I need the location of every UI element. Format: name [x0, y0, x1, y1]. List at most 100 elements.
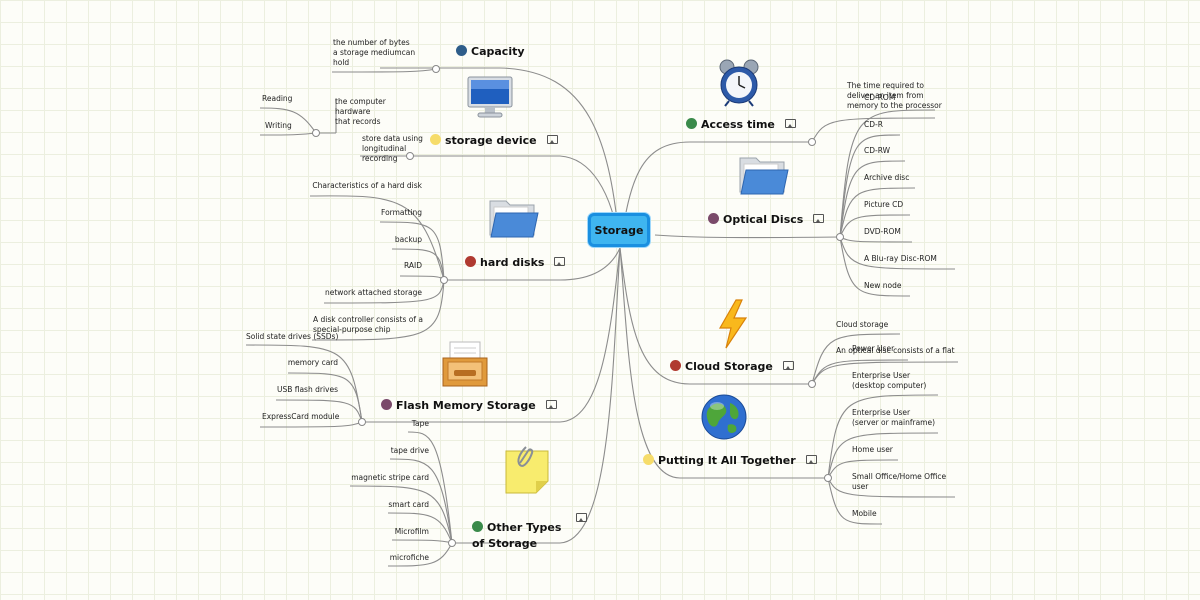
image-attachment-icon[interactable] [782, 361, 794, 370]
leaf-node[interactable]: Mobile [852, 509, 877, 518]
leaf-node[interactable]: store data using longitudinal recording [362, 134, 423, 163]
image-attachment-icon[interactable] [546, 135, 558, 144]
topic-label: Other Types of Storage [472, 521, 562, 550]
leaf-node[interactable]: tape drive [390, 446, 429, 455]
leaf-node[interactable]: Writing [265, 121, 292, 130]
optical-discs-marker-dot [708, 213, 719, 224]
globe-icon [701, 394, 747, 440]
central-topic[interactable]: Storage [588, 213, 650, 247]
leaf-node[interactable]: Reading [262, 94, 293, 103]
leaf-node[interactable]: RAID [403, 261, 422, 270]
topic-label: hard disks [480, 256, 545, 269]
access-time-collapse-handle [808, 138, 816, 146]
flash-collapse-handle [358, 418, 366, 426]
leaf-node[interactable]: The time required to deliver an item fro… [847, 81, 942, 110]
link-optical-discs [654, 234, 841, 239]
lightning-icon [718, 299, 748, 349]
leaf-node[interactable]: memory card [287, 358, 338, 367]
topic-flash-memory-storage[interactable]: Flash Memory Storage [381, 398, 557, 414]
other-types-image-attachment[interactable] [566, 511, 587, 527]
leaf-node[interactable]: An optical disc consists of a flat [836, 346, 955, 355]
topic-capacity[interactable]: Capacity [456, 44, 525, 60]
leaf-node[interactable]: Cloud storage [836, 320, 889, 329]
leaf-node[interactable]: smart card [388, 500, 429, 509]
leaf-node[interactable]: A Blu‐ray Disc‐ROM [864, 254, 937, 263]
leaf-node[interactable]: Formatting [381, 208, 422, 217]
leaf-node[interactable]: USB flash drives [276, 385, 338, 394]
topic-cloud-storage[interactable]: Cloud Storage [670, 359, 794, 375]
topic-hard-disks[interactable]: hard disks [465, 255, 566, 271]
putting-together-marker-dot [643, 454, 654, 465]
link-cloud [619, 247, 812, 385]
image-attachment-icon[interactable] [545, 400, 557, 409]
topic-label: Optical Discs [723, 213, 804, 226]
leaf-node[interactable]: Characteristics of a hard disk [312, 181, 422, 190]
image-attachment-icon[interactable] [805, 455, 817, 464]
link-flash [362, 247, 621, 423]
leaf-node[interactable]: Solid state drives (SSDs) [246, 332, 339, 341]
topic-putting-it-all-together[interactable]: Putting It All Together [643, 453, 817, 469]
leaf-node[interactable]: microfiche [389, 553, 429, 562]
link-putting-together [619, 247, 828, 479]
topic-label: storage device [445, 134, 537, 147]
storage-device-collapse-handle [406, 152, 414, 160]
folder-icon [489, 200, 539, 238]
link-capacity [380, 67, 621, 249]
cloud-collapse-handle [808, 380, 816, 388]
hard-disks-collapse-handle [440, 276, 448, 284]
topic-access-time[interactable]: Access time [686, 117, 796, 133]
topic-other-types[interactable]: Other Types of Storage [472, 504, 561, 552]
topic-storage-device[interactable]: storage device [430, 133, 558, 149]
leaf-node[interactable]: Home user [852, 445, 893, 454]
image-attachment-icon[interactable] [784, 119, 796, 128]
image-attachment-icon[interactable] [576, 513, 587, 522]
leaf-node[interactable]: Archive disc [864, 173, 910, 182]
leaf-node[interactable]: network attached storage [324, 288, 422, 297]
leaf-node[interactable]: backup [394, 235, 422, 244]
storage-device-marker-dot [430, 134, 441, 145]
other-types-collapse-handle [448, 539, 456, 547]
image-attachment-icon[interactable] [813, 214, 825, 223]
topic-label: Capacity [471, 45, 525, 58]
leaf-node[interactable]: ExpressCard module [262, 412, 340, 421]
other-types-marker-dot [472, 521, 483, 532]
capacity-collapse-handle [432, 65, 440, 73]
leaf-node[interactable]: the number of bytes a storage mediumcan … [333, 38, 416, 67]
leaf-node[interactable]: Microfilm [394, 527, 429, 536]
folder-icon [739, 157, 789, 195]
cloud-marker-dot [670, 360, 681, 371]
access-time-marker-dot [686, 118, 697, 129]
leaf-node[interactable]: CD‐R [864, 120, 883, 129]
topic-optical-discs[interactable]: Optical Discs [708, 212, 825, 228]
leaf-node[interactable]: Tape [411, 419, 429, 428]
leaf-node[interactable]: Enterprise User (server or mainframe) [852, 408, 936, 427]
storage-device-sub-handle [312, 129, 320, 137]
leaf-node[interactable]: New node [864, 281, 902, 290]
putting-together-collapse-handle [824, 474, 832, 482]
link-other-types [452, 247, 621, 544]
topic-label: Flash Memory Storage [396, 399, 536, 412]
leaf-node[interactable]: A disk controller consists of a special‐… [313, 315, 423, 334]
monitor-icon [467, 76, 513, 118]
leaf-node[interactable]: Small Office/Home Office user [852, 472, 947, 491]
leaf-node[interactable]: the computer hardware that records [335, 97, 386, 126]
leaf-node[interactable]: CD‐ROM [864, 93, 896, 102]
leaf-node[interactable]: magnetic stripe card [351, 473, 429, 482]
alarm-clock-icon [719, 59, 759, 107]
image-attachment-icon[interactable] [554, 257, 566, 266]
leaf-node[interactable]: DVD‐ROM [864, 227, 901, 236]
sticky-note-paperclip-icon [505, 446, 549, 494]
leaf-node[interactable]: CD‐RW [864, 146, 891, 155]
flash-marker-dot [381, 399, 392, 410]
inbox-tray-icon [442, 341, 488, 387]
topic-label: Access time [701, 118, 775, 131]
leaf-node[interactable]: Enterprise User (desktop computer) [852, 371, 927, 390]
leaf-node[interactable]: Power User [852, 344, 895, 353]
hard-disks-marker-dot [465, 256, 476, 267]
topic-label: Cloud Storage [685, 360, 773, 373]
leaf-node[interactable]: Picture CD [864, 200, 904, 209]
optical-collapse-handle [836, 233, 844, 241]
link-hard-disks [444, 247, 621, 281]
topic-label: Putting It All Together [658, 454, 796, 467]
